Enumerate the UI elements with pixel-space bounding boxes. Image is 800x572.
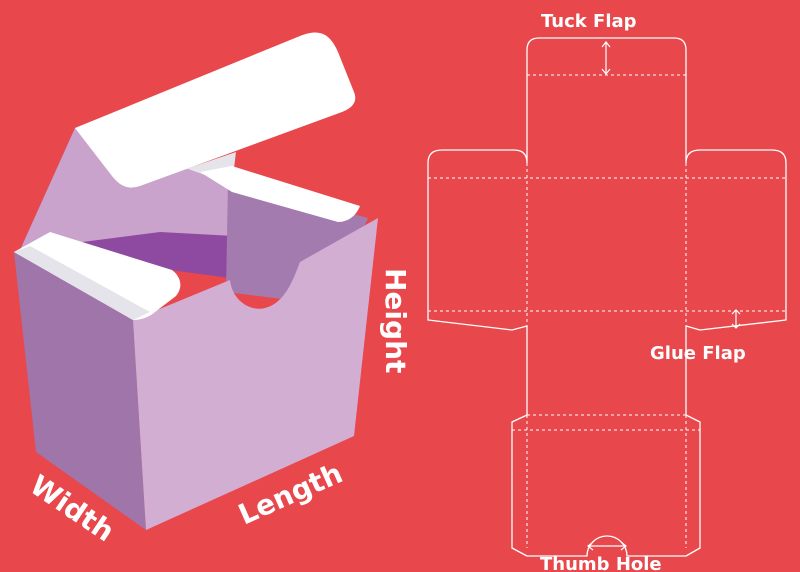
dieline-template: Tuck Flap Glue Flap Thumb Hole — [427, 11, 787, 572]
box-dust-flap-right — [200, 166, 360, 222]
height-label: Height — [379, 268, 412, 373]
box-dust-flap-left — [14, 232, 181, 320]
thumb-hole-arrow — [587, 541, 627, 551]
box-lid — [75, 32, 356, 188]
glue-flap-label: Glue Flap — [650, 343, 746, 364]
box-illustration: Width Length Height — [14, 32, 412, 548]
glue-flap-arrow — [731, 309, 741, 329]
box-dust-flap-left-shade — [14, 246, 150, 320]
tuck-flap-label: Tuck Flap — [541, 11, 637, 32]
dieline-outline — [427, 37, 787, 557]
box-side-panel — [14, 252, 146, 530]
tuck-flap-arrow — [601, 41, 611, 75]
box-front-panel — [133, 218, 378, 530]
thumb-hole-label: Thumb Hole — [540, 554, 662, 572]
